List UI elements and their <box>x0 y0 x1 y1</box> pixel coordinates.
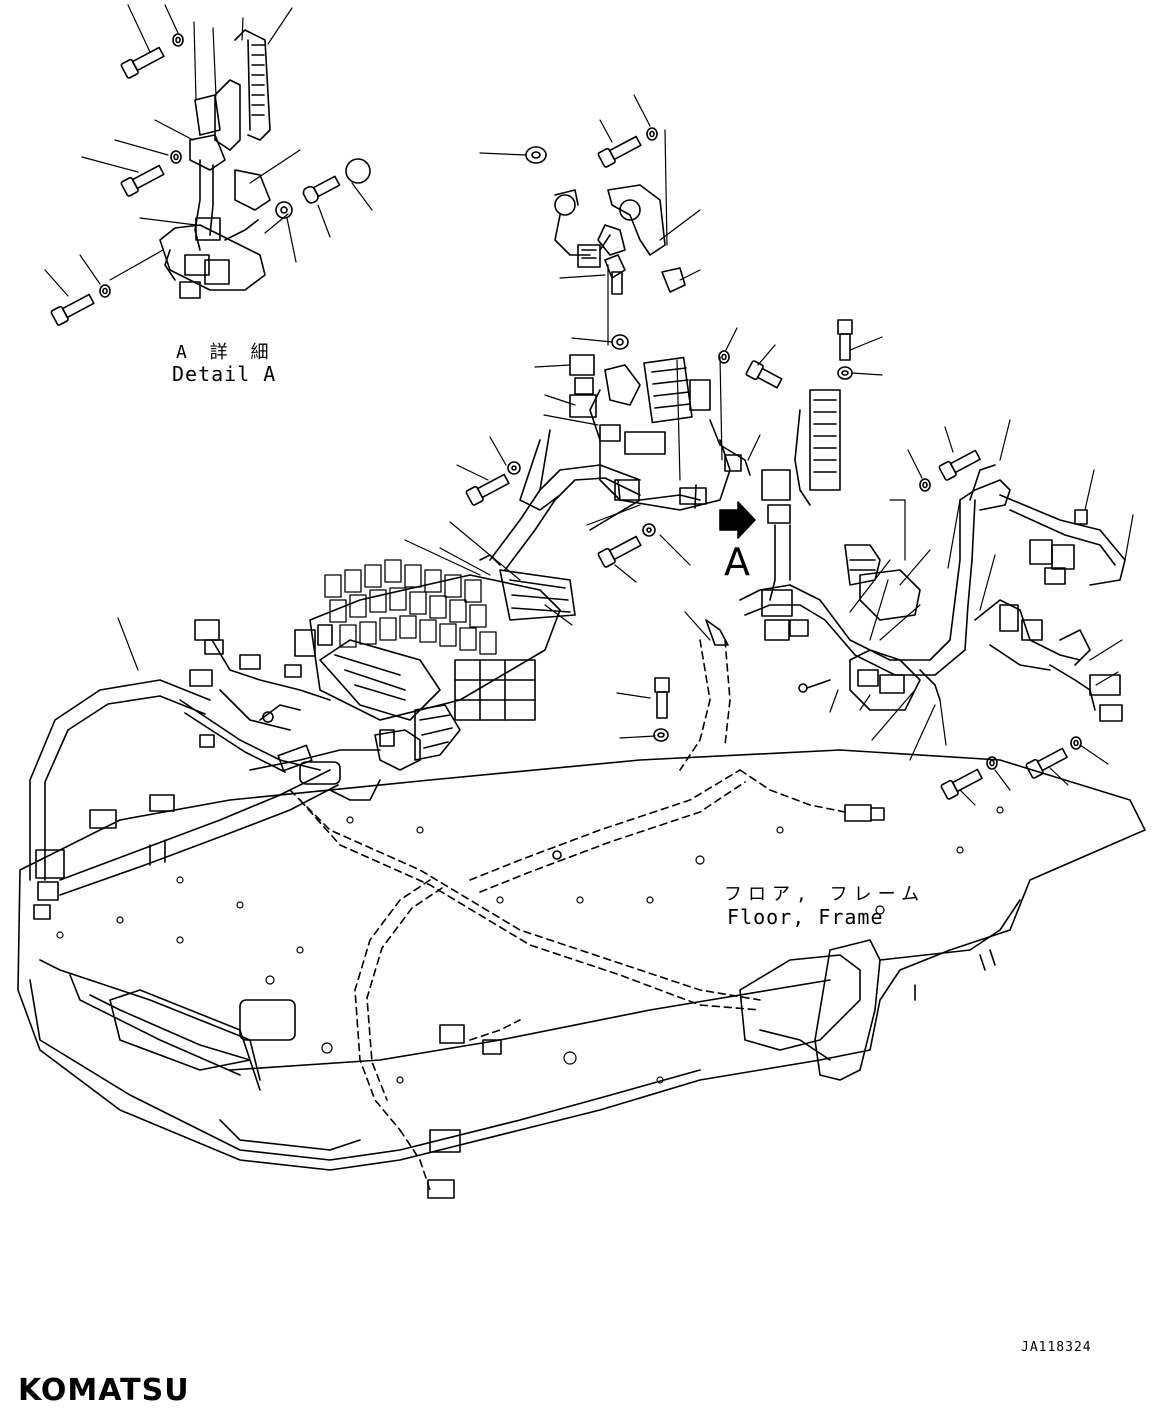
under-floor-harness <box>289 639 846 1191</box>
floor-frame-label-en: Floor, Frame <box>727 905 884 929</box>
harness-branch-centre <box>489 429 701 571</box>
view-marker-letter: A <box>724 540 750 584</box>
detail-a-label-en: Detail A <box>172 362 277 386</box>
view-arrow-a <box>719 501 756 539</box>
fasteners <box>50 33 1082 800</box>
right-connector-cluster <box>739 389 1126 722</box>
detail-a-drawing <box>159 29 271 299</box>
centre-connector-cluster <box>569 354 751 511</box>
floor-harness-connectors <box>427 804 885 1199</box>
floor-frame <box>17 749 1146 1171</box>
main-harness-left <box>29 679 381 920</box>
komatsu-logo: KOMATSU <box>18 1373 190 1408</box>
drawing-number: JA118324 <box>1021 1340 1092 1355</box>
harness-connectors-left <box>189 619 461 771</box>
switch-bracket-assembly <box>554 184 666 268</box>
leader-lines <box>44 4 1134 806</box>
detail-a-label-jp: A 詳 細 <box>176 342 275 363</box>
floor-frame-label-jp: フロア, フレーム <box>724 884 926 905</box>
relay-fuse-block <box>309 554 576 721</box>
